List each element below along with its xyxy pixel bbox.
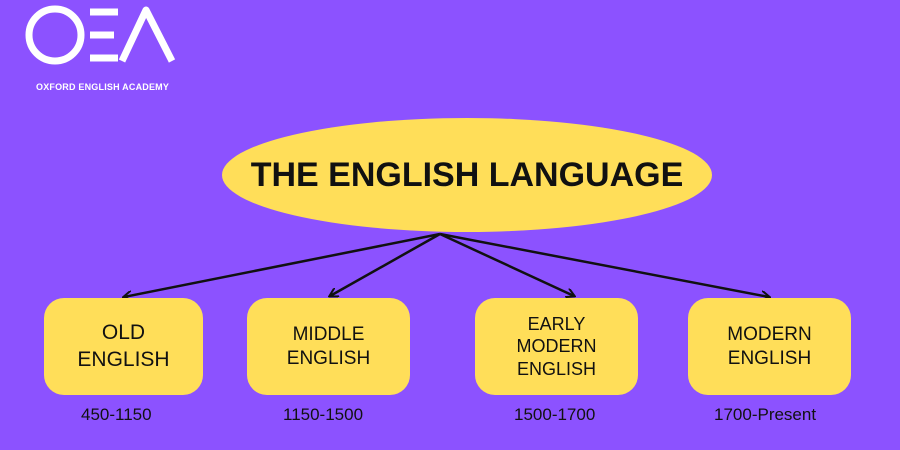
node-modern-english: MODERN ENGLISH: [688, 298, 851, 395]
arrow-to-old-english: [124, 232, 441, 297]
root-label: THE ENGLISH LANGUAGE: [250, 155, 684, 194]
node-label: MODERN ENGLISH: [727, 323, 812, 369]
node-early-modern-english: EARLY MODERN ENGLISH: [475, 298, 638, 395]
arrow-to-modern-english: [439, 232, 769, 297]
node-middle-english: MIDDLE ENGLISH: [247, 298, 410, 395]
node-label: EARLY MODERN ENGLISH: [516, 313, 597, 379]
node-label: MIDDLE ENGLISH: [286, 323, 371, 369]
date-range-middle-english: 1150-1500: [283, 405, 364, 424]
arrow-to-middle-english: [330, 232, 441, 296]
node-old-english: OLD ENGLISH: [44, 298, 203, 395]
root-node: THE ENGLISH LANGUAGE: [222, 118, 712, 232]
oea-logo-mark: [25, 5, 176, 65]
date-range-modern-english: 1700-Present: [714, 405, 817, 424]
academy-name: OXFORD ENGLISH ACADEMY: [36, 82, 170, 92]
arrow-to-early-modern-english: [439, 232, 574, 296]
date-range-early-modern-english: 1500-1700: [514, 405, 596, 424]
date-range-old-english: 450-1150: [81, 405, 152, 424]
oea-logo: OXFORD ENGLISH ACADEMY: [22, 2, 182, 92]
node-label: OLD ENGLISH: [77, 321, 170, 371]
